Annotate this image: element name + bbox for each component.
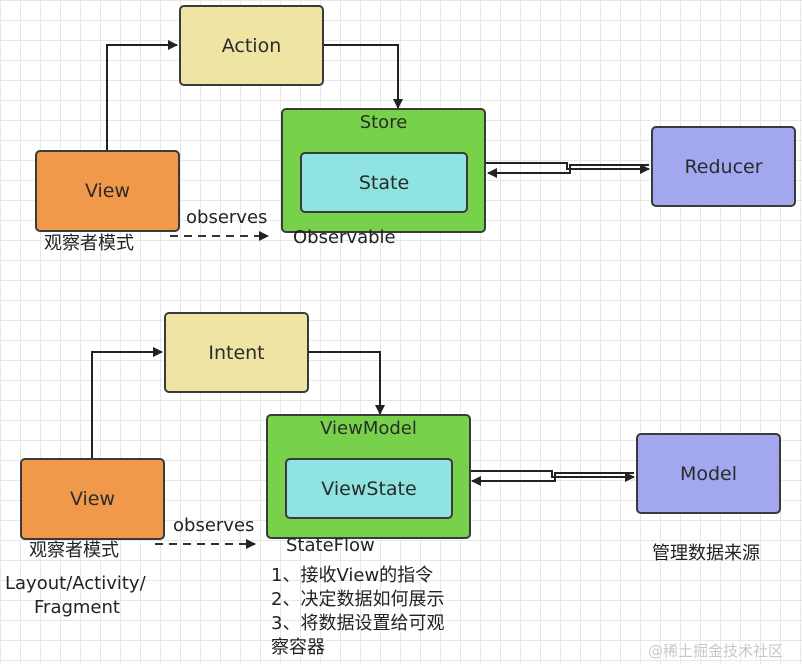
arrow-view-to-action xyxy=(106,40,178,150)
viewmodel-container[interactable]: ViewModel ViewState xyxy=(266,414,471,539)
arrow-viewmodel-to-model xyxy=(470,470,635,482)
arrow-model-to-viewmodel xyxy=(471,472,634,486)
viewstate-box[interactable]: ViewState xyxy=(285,458,453,519)
intent-box[interactable]: Intent xyxy=(164,312,309,393)
observable-label: Observable xyxy=(293,227,396,248)
arrow-view-to-intent xyxy=(91,347,163,458)
model-box[interactable]: Model xyxy=(636,433,781,514)
arrow-intent-to-viewmodel xyxy=(308,351,385,415)
watermark: @稀土掘金技术社区 xyxy=(648,642,784,660)
observes-label-bottom: observes xyxy=(173,515,255,536)
view-role-line-2: Fragment xyxy=(34,597,120,618)
reducer-label: Reducer xyxy=(684,155,763,178)
observer-pattern-label-bottom: 观察者模式 xyxy=(29,540,119,561)
observes-label-top: observes xyxy=(186,207,268,228)
stateflow-note-4: 察容器 xyxy=(271,637,325,658)
view-box-top[interactable]: View xyxy=(35,150,180,232)
intent-label: Intent xyxy=(208,341,265,364)
viewstate-label: ViewState xyxy=(321,477,417,500)
viewmodel-title: ViewModel xyxy=(320,418,417,439)
model-label: Model xyxy=(679,462,738,485)
view-role-line-1: Layout/Activity/ xyxy=(5,573,146,594)
store-title: Store xyxy=(359,112,408,133)
stateflow-note-1: 1、接收View的指令 xyxy=(271,565,434,586)
arrow-store-to-reducer xyxy=(486,162,650,174)
arrow-reducer-to-store xyxy=(487,164,649,178)
store-container[interactable]: Store State xyxy=(281,108,486,233)
stateflow-label: StateFlow xyxy=(286,535,375,556)
stateflow-note-3: 3、将数据设置给可观 xyxy=(271,613,445,634)
view-label-bottom: View xyxy=(69,488,116,510)
observer-pattern-label-top: 观察者模式 xyxy=(44,233,134,254)
arrow-action-to-store xyxy=(323,44,403,109)
reducer-box[interactable]: Reducer xyxy=(651,126,796,207)
state-box[interactable]: State xyxy=(300,152,468,213)
action-box[interactable]: Action xyxy=(179,5,324,86)
stateflow-note-2: 2、决定数据如何展示 xyxy=(271,589,445,610)
model-note: 管理数据来源 xyxy=(652,543,760,564)
view-box-bottom[interactable]: View xyxy=(20,458,165,540)
view-label-top: View xyxy=(84,180,131,202)
action-label: Action xyxy=(221,34,282,57)
state-label: State xyxy=(358,171,410,194)
